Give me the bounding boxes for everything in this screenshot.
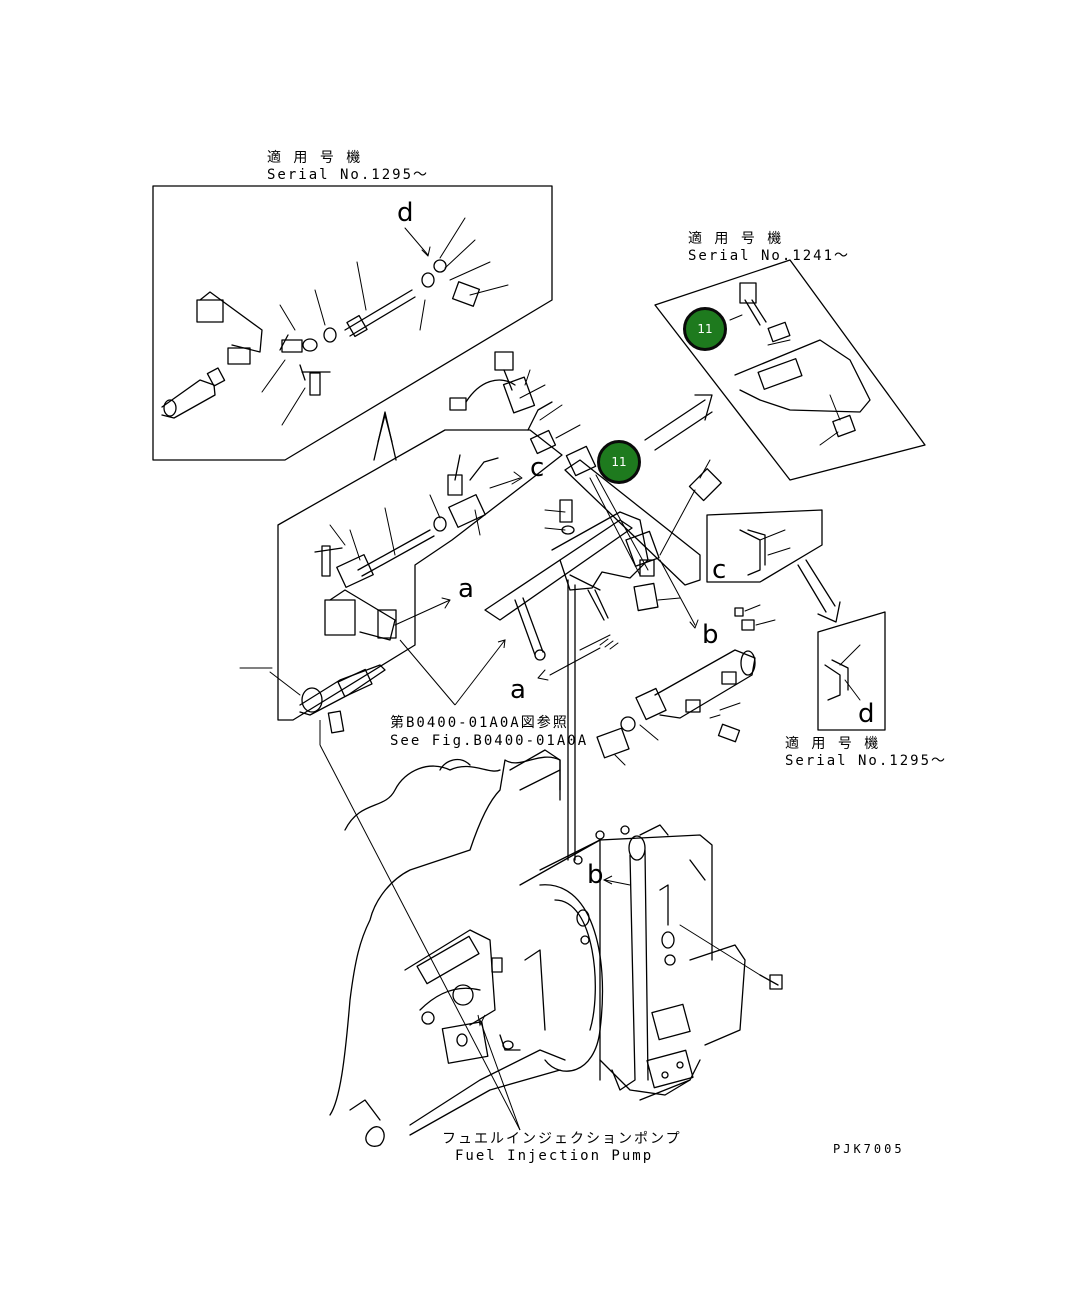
inset-serial-label-top-right: Serial No.1241～: [688, 248, 851, 264]
inset-serial-label-top-left: Serial No.1295～: [267, 167, 430, 183]
inset-frame-bottom-right: [817, 611, 886, 731]
bracket-detail: [734, 529, 791, 631]
engine-block: [329, 749, 783, 1147]
reference-leaders: [319, 639, 631, 1131]
letter-c-mid: c: [530, 453, 545, 483]
pump-label-jp: フュエルインジェクションポンプ: [442, 1131, 682, 1147]
drawing-code: PJK7005: [833, 1142, 905, 1156]
sensor-cable-part: [449, 351, 581, 455]
letter-a-low: a: [510, 675, 526, 705]
reference-label-en: See Fig.B0400-01A0A: [390, 733, 589, 749]
main-bracket: [484, 445, 722, 861]
inset-applicability-label-top-right: 適 用 号 機: [688, 231, 784, 247]
inset-parts-top-left: [161, 217, 509, 426]
reference-label-jp: 第B0400-01A0A図参照: [390, 715, 569, 731]
letter-b-mid: b: [702, 620, 719, 650]
callout-part-11-bracket[interactable]: 11: [597, 440, 641, 484]
pump-label-en: Fuel Injection Pump: [455, 1148, 654, 1164]
linkage-frame: [277, 429, 563, 721]
letter-c-bracket: c: [712, 555, 727, 585]
arrow-up-to-inset: [373, 411, 397, 461]
callout-part-11-right-inset[interactable]: 11: [683, 307, 727, 351]
letter-d-small: d: [858, 699, 875, 729]
inset-frame-top-right: [654, 259, 926, 481]
inset-parts-top-right: [729, 282, 871, 446]
inset-parts-bottom-right: [824, 644, 861, 701]
inset-serial-label-bottom-right: Serial No.1295～: [785, 753, 948, 769]
letter-a-mid: a: [458, 574, 474, 604]
letter-b-engine: b: [587, 860, 604, 890]
bracket-frame: [706, 509, 823, 583]
inset-frame-top-left: [152, 185, 553, 461]
arrow-down-to-small-inset: [797, 559, 841, 623]
inset-applicability-label-top-left: 適 用 号 機: [267, 150, 363, 166]
linkage-parts: [239, 454, 523, 734]
arrow-to-right-inset: [644, 394, 713, 451]
solenoid-cylinder: [596, 649, 756, 766]
letter-d-top: d: [397, 198, 414, 228]
inset-applicability-label-bottom-right: 適 用 号 機: [785, 736, 881, 752]
